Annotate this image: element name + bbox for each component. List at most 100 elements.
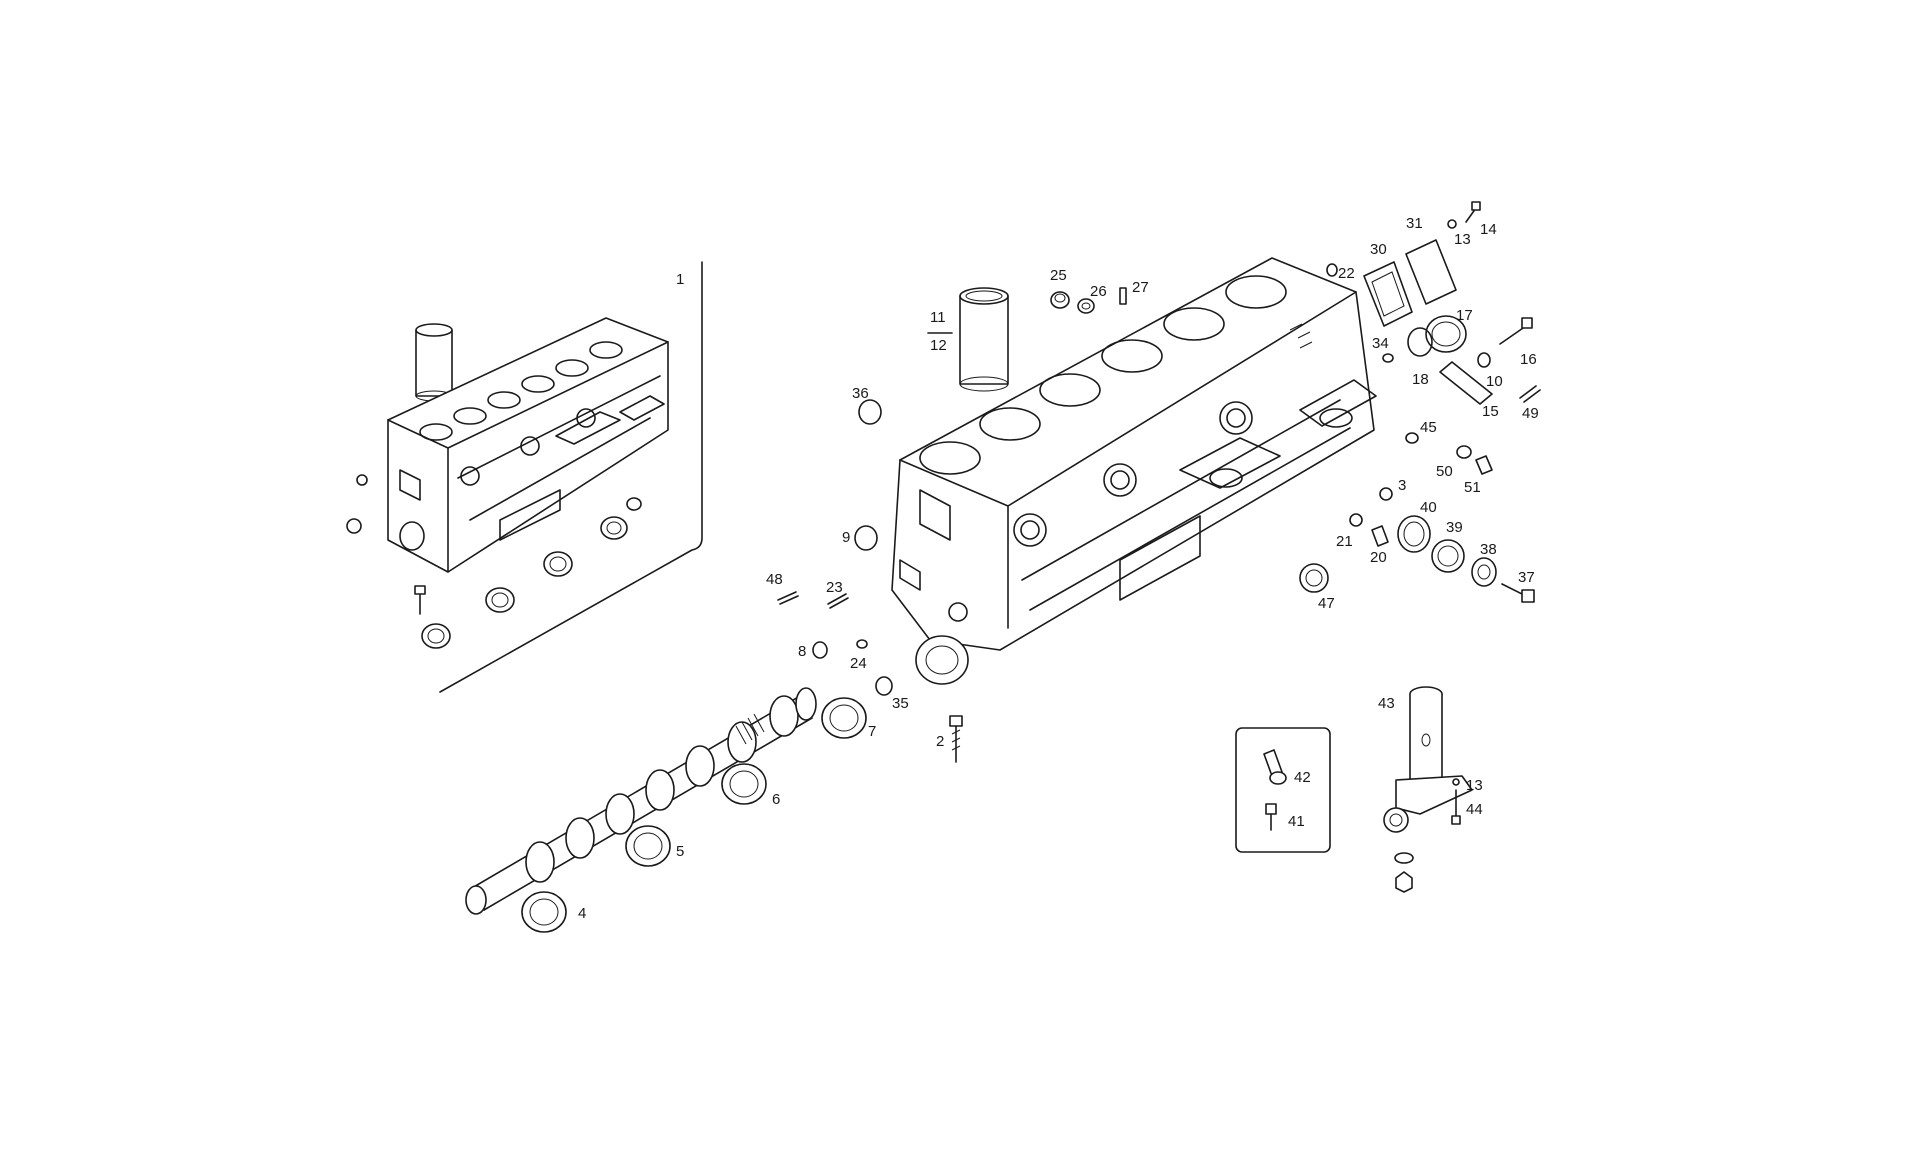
- callout-17: 17: [1456, 307, 1473, 324]
- callout-24: 24: [850, 655, 867, 672]
- callout-7: 7: [868, 723, 876, 740]
- pin-24: [856, 639, 868, 649]
- callout-8: 8: [798, 643, 806, 660]
- seal-47: [1299, 563, 1329, 593]
- small-cylinder-liner: [415, 323, 453, 402]
- callout-37: 37: [1518, 569, 1535, 586]
- o-ring-18: [1407, 327, 1433, 357]
- idler-shaft-43: [1383, 686, 1473, 833]
- ring-40: [1397, 515, 1431, 553]
- callout-5: 5: [676, 843, 684, 860]
- callout-2: 2: [936, 733, 944, 750]
- callout-6: 6: [772, 791, 780, 808]
- seal-ring-17: [1425, 315, 1467, 353]
- callout-48: 48: [766, 571, 783, 588]
- cover-plate-31: [1405, 239, 1457, 305]
- callout-27: 27: [1132, 279, 1149, 296]
- plug-22: [1326, 263, 1338, 277]
- plug-35: [875, 676, 893, 696]
- gasket-30: [1363, 261, 1413, 327]
- plug-8: [812, 641, 828, 659]
- callout-31: 31: [1406, 215, 1423, 232]
- callout-18: 18: [1412, 371, 1429, 388]
- callout-3: 3: [1398, 477, 1406, 494]
- main-cylinder-block: [891, 257, 1377, 685]
- callout-45: 45: [1420, 419, 1437, 436]
- callout-51: 51: [1464, 479, 1481, 496]
- callout-42: 42: [1294, 769, 1311, 786]
- callout-22: 22: [1338, 265, 1355, 282]
- callout-38: 38: [1480, 541, 1497, 558]
- callout-10: 10: [1486, 373, 1503, 390]
- callout-47: 47: [1318, 595, 1335, 612]
- washer-13-bottom: [1452, 778, 1460, 786]
- screw-16: [1499, 317, 1533, 345]
- washer-13-top: [1447, 219, 1457, 229]
- callout-49: 49: [1522, 405, 1539, 422]
- small-bolt: [414, 585, 426, 615]
- nut-50: [1456, 445, 1472, 459]
- small-engine-block-assembly: [346, 261, 703, 693]
- callout-16: 16: [1520, 351, 1537, 368]
- callout-44: 44: [1466, 801, 1483, 818]
- cam-bearing-6: [721, 763, 767, 805]
- callout-40: 40: [1420, 499, 1437, 516]
- stud-48: [777, 591, 799, 605]
- stud-23: [827, 593, 849, 609]
- pin-49: [1519, 385, 1541, 403]
- callout-9: 9: [842, 529, 850, 546]
- plate-15: [1439, 361, 1493, 405]
- small-plug-b: [346, 518, 362, 534]
- washer-38: [1471, 557, 1497, 587]
- cam-bearing-5: [625, 825, 671, 867]
- callout-12: 12: [930, 337, 947, 354]
- washer-21: [1349, 513, 1363, 527]
- callout-39: 39: [1446, 519, 1463, 536]
- pin-27: [1119, 287, 1127, 305]
- disc-39: [1431, 539, 1465, 573]
- callout-25: 25: [1050, 267, 1067, 284]
- washer-26: [1077, 298, 1095, 314]
- washer-10: [1477, 352, 1491, 368]
- screw-14: [1465, 201, 1481, 223]
- bolt-37: [1501, 583, 1535, 603]
- plug-25: [1050, 291, 1070, 309]
- cam-bearing-4: [521, 891, 567, 933]
- small-bearing-d: [600, 516, 628, 540]
- callout-13-top: 13: [1454, 231, 1471, 248]
- callout-20: 20: [1370, 549, 1387, 566]
- callout-14: 14: [1480, 221, 1497, 238]
- nut-45: [1405, 432, 1419, 444]
- small-cylinder-block: [387, 317, 669, 573]
- callout-50: 50: [1436, 463, 1453, 480]
- cam-bearing-7: [821, 697, 867, 739]
- cylinder-liner: [959, 287, 1009, 392]
- nut-43-bottom: [1395, 871, 1413, 893]
- small-bearing-b: [485, 587, 515, 613]
- screw-20: [1371, 525, 1389, 547]
- plug-36: [858, 399, 882, 425]
- washer-43-bottom: [1394, 852, 1414, 864]
- pin-34: [1382, 353, 1394, 363]
- callout-35: 35: [892, 695, 909, 712]
- callout-13-bottom: 13: [1466, 777, 1483, 794]
- bolt-2: [949, 715, 963, 763]
- assembly-frame: [439, 261, 703, 693]
- small-plug-a: [356, 474, 368, 486]
- callout-41: 41: [1288, 813, 1305, 830]
- callout-34: 34: [1372, 335, 1389, 352]
- camshaft: [465, 687, 817, 915]
- callout-26: 26: [1090, 283, 1107, 300]
- small-plug-c: [626, 497, 642, 511]
- callout-15: 15: [1482, 403, 1499, 420]
- callout-36: 36: [852, 385, 869, 402]
- detail-inset-box: [1235, 727, 1331, 853]
- callout-43: 43: [1378, 695, 1395, 712]
- small-bearing-a: [421, 623, 451, 649]
- callout-30: 30: [1370, 241, 1387, 258]
- plug-9: [854, 525, 878, 551]
- screw-51: [1475, 455, 1493, 475]
- callout-1: 1: [676, 271, 684, 288]
